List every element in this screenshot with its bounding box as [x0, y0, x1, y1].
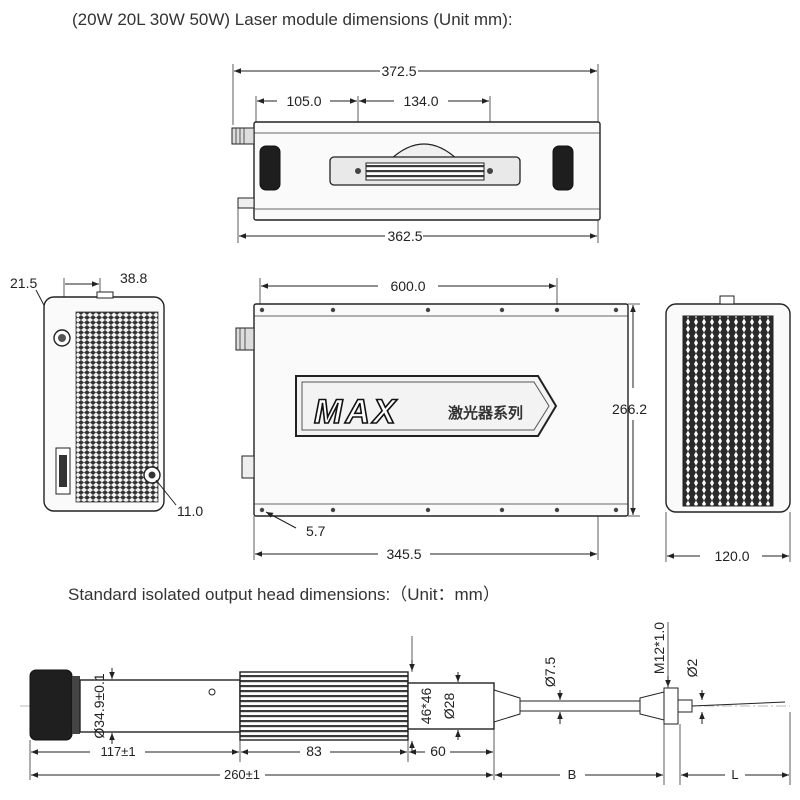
- module-dimensions-title: (20W 20L 30W 50W) Laser module dimension…: [72, 10, 513, 29]
- output-head-cap: [29, 669, 73, 741]
- connector-dia-label: 11.0: [177, 503, 203, 519]
- fiber-length-label: L: [731, 767, 738, 782]
- side-view: 21.5 38.8 11.0: [10, 270, 203, 519]
- logo-plate: [295, 375, 558, 437]
- length-sink-label: 83: [306, 743, 322, 759]
- hole-edge-label: 5.7: [306, 523, 326, 539]
- hole-offset-label: 21.5: [10, 275, 37, 291]
- heat-sink: [239, 671, 409, 741]
- end-view: 120.0: [665, 295, 791, 564]
- handle-spacing-label: 134.0: [403, 93, 438, 109]
- overall-width-label: 372.5: [381, 63, 416, 79]
- length-nose-label: 60: [430, 743, 446, 759]
- body-diameter-label: Ø34.9±0.1: [91, 673, 107, 738]
- output-head-drawing: Ø34.9±0.1 46*46 Ø28 Ø7.5 M12*1.0 Ø2: [20, 622, 791, 785]
- mount-spacing-label: 600.0: [390, 278, 425, 294]
- top-view: 372.5 105.0 134.0 362.5: [231, 63, 601, 244]
- body-width-label: 362.5: [387, 228, 422, 244]
- thread-label: M12*1.0: [651, 622, 667, 674]
- fiber-dia-label: Ø2: [684, 658, 700, 677]
- logo-text: MAX: [314, 393, 399, 431]
- length-label: 345.5: [386, 546, 421, 562]
- length-body-label: 117±1: [100, 744, 135, 759]
- end-width-label: 120.0: [714, 548, 749, 564]
- collimator-dia-label: Ø28: [441, 693, 457, 720]
- left-offset-label: 105.0: [286, 93, 321, 109]
- height-label: 266.2: [612, 401, 647, 417]
- cable-length-label: B: [568, 767, 577, 782]
- cable-dia-label: Ø7.5: [542, 657, 558, 688]
- logo-subtext: 激光器系列: [448, 404, 523, 422]
- collimator: [407, 682, 495, 730]
- hole-spacing-label: 38.8: [120, 270, 147, 286]
- output-head-title: Standard isolated output head dimensions…: [68, 585, 500, 604]
- length-total-label: 260±1: [224, 767, 260, 782]
- front-view: 600.0 MAX 激光器系列 266.2 5.7: [235, 278, 647, 562]
- sink-size-label: 46*46: [418, 687, 434, 724]
